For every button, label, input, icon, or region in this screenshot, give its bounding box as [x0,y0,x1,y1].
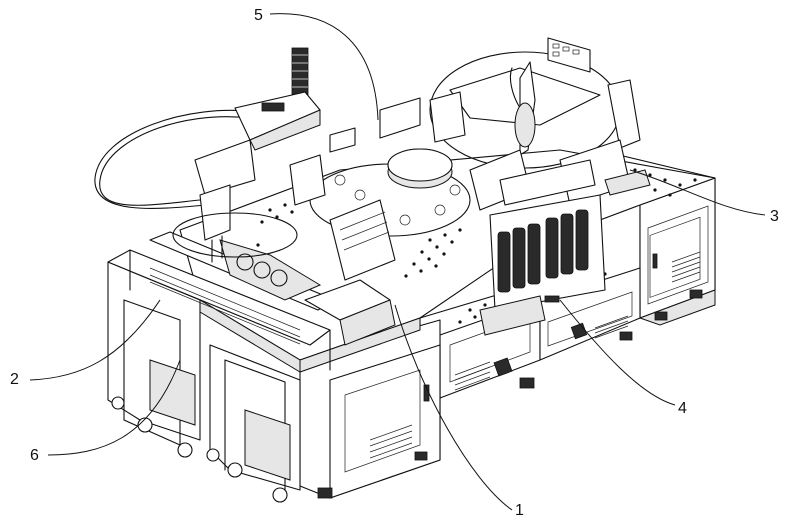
scara-robot [94,47,321,263]
assembly-turntable [429,37,651,211]
label-1: 1 [515,502,524,519]
loading-frame [107,231,396,371]
material-trolley-left [107,261,201,458]
label-4: 4 [678,400,687,417]
material-trolley-right [206,344,301,503]
rotary-indexing-table [289,97,471,281]
cylinder-feeder [479,159,606,336]
reference-labels: 5 3 2 6 4 1 [10,7,779,519]
label-6: 6 [30,447,39,464]
front-cabinet [299,319,441,499]
label-5: 5 [254,7,263,24]
label-2: 2 [10,371,19,388]
label-3: 3 [770,208,779,225]
